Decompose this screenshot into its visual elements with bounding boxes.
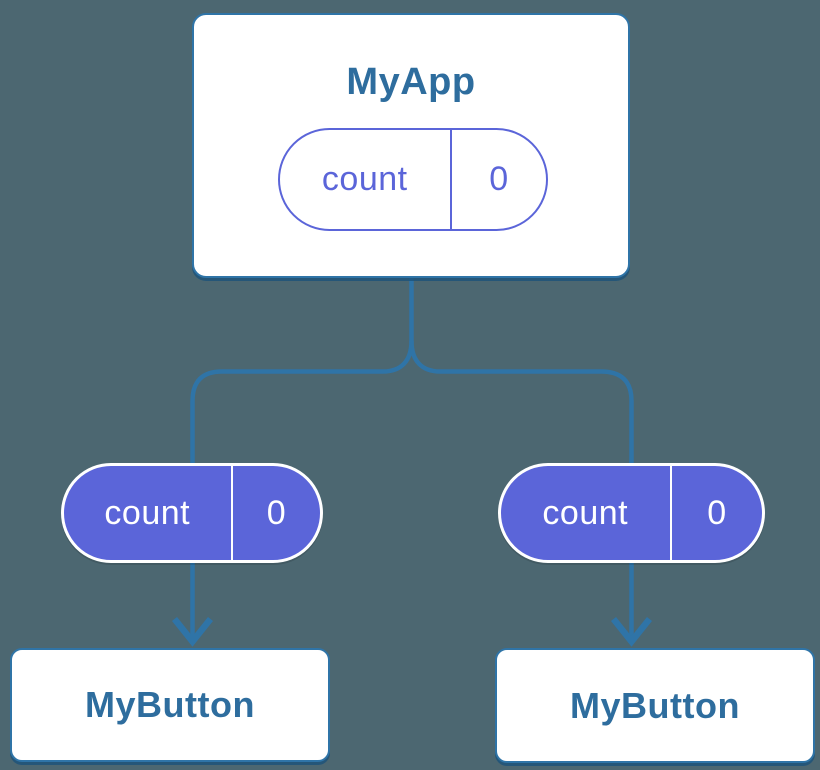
app-component-card: MyApp count 0 (192, 13, 630, 278)
app-component-title: MyApp (346, 61, 476, 103)
left-branch-line (190, 340, 414, 637)
left-prop-pill: count 0 (61, 463, 323, 563)
right-prop-pill: count 0 (498, 463, 765, 563)
state-value-label: 0 (489, 160, 509, 198)
pill-divider (230, 466, 233, 560)
prop-name-label: count (542, 493, 629, 532)
left-button-component-card: MyButton (10, 648, 330, 762)
button-component-title: MyButton (570, 684, 740, 726)
right-branch-line (409, 340, 634, 637)
prop-value-label: 0 (707, 493, 727, 532)
prop-value-label: 0 (266, 493, 287, 532)
right-button-component-card: MyButton (495, 648, 815, 763)
button-component-title: MyButton (85, 684, 255, 725)
pill-divider (669, 466, 672, 560)
prop-name-label: count (104, 493, 191, 532)
pill-divider (449, 130, 452, 229)
app-state-pill: count 0 (278, 128, 548, 231)
state-name-label: count (321, 160, 408, 198)
right-arrow-down-icon (610, 616, 653, 647)
left-arrow-down-icon (171, 616, 214, 647)
